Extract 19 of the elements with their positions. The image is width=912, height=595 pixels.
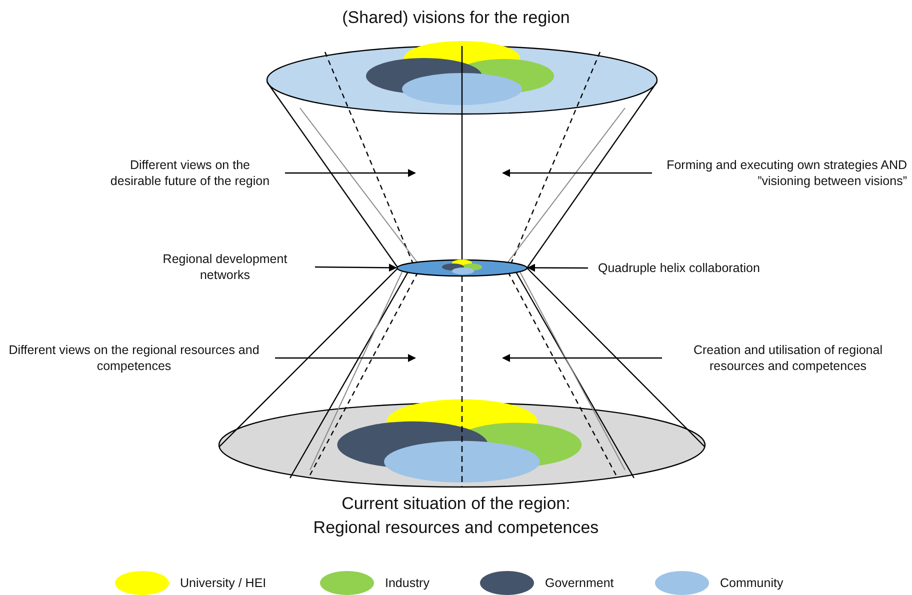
- diagram-caption: Current situation of the region: Regional resources and competences: [312, 493, 600, 539]
- legend-label: Industry: [385, 575, 430, 591]
- annotation-text: Creation and utilisation of regional resources and competences: [672, 342, 904, 374]
- diagram-title: (Shared) visions for the region: [341, 8, 571, 28]
- network-disc: [396, 259, 528, 277]
- legend-label: University / HEI: [180, 575, 266, 591]
- arrow: [275, 354, 416, 362]
- legend-label: Government: [545, 575, 614, 591]
- arrow: [315, 264, 397, 272]
- annotation-text: Forming and executing own strategies AND ”visioning between visions”: [662, 157, 907, 189]
- legend-label: Community: [720, 575, 784, 591]
- arrow: [502, 169, 652, 177]
- arrow: [502, 354, 662, 362]
- arrow: [527, 264, 588, 272]
- annotation-text: Quadruple helix collaboration: [598, 260, 798, 276]
- annotation-text: Regional development networks: [145, 251, 305, 283]
- annotation-text: Different views on the desirable future of the region: [105, 157, 275, 189]
- arrow: [285, 169, 416, 177]
- annotation-text: Different views on the regional resources and competences: [3, 342, 265, 374]
